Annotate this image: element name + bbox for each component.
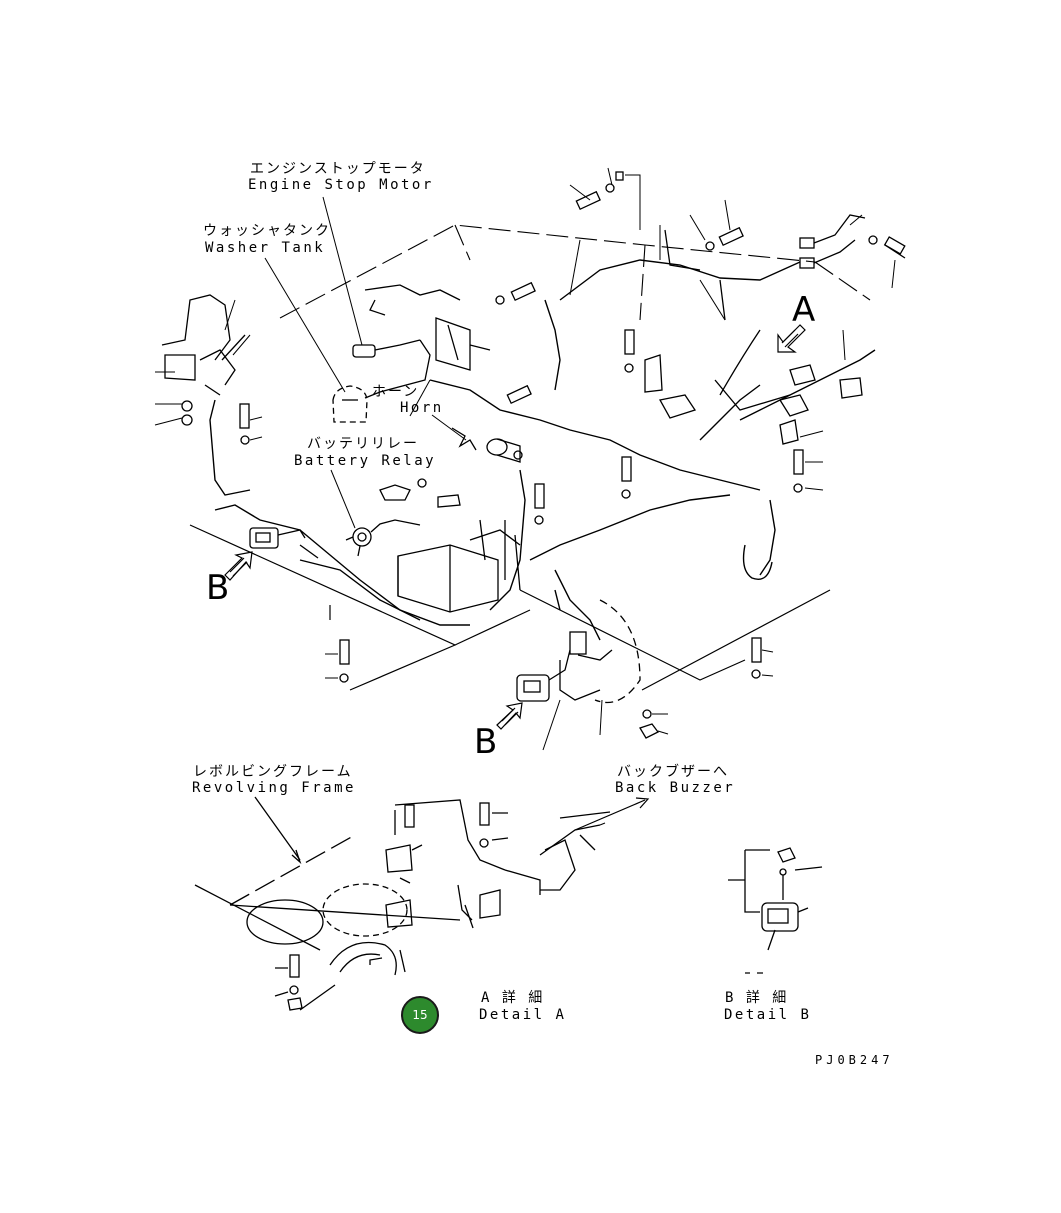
bolts-upper <box>181 171 804 525</box>
back-buzzer-arrow <box>574 797 650 831</box>
detail-b-drawing <box>728 847 823 974</box>
detail-a-title-jp: A 詳 細 <box>481 990 545 1006</box>
horn <box>451 427 523 463</box>
back-buzzer-label-jp: バックブザーへ <box>617 764 729 780</box>
detail-b-title: Detail B <box>724 1007 812 1023</box>
battery-box <box>397 519 521 613</box>
detail-a-drawing <box>194 796 611 1011</box>
callout-15-button[interactable]: 15 <box>401 996 439 1034</box>
drawing-code: PJ0B247 <box>815 1053 894 1067</box>
washer-tank <box>332 385 368 423</box>
harness-runs <box>209 259 876 641</box>
connector-b-bottom <box>516 631 613 702</box>
top-right-connectors <box>664 214 906 321</box>
engine-stop-motor-label-jp: エンジンストップモータ <box>250 161 426 177</box>
view-arrow-b-bottom <box>496 702 523 730</box>
battery-relay-label-jp: バッテリリレー <box>307 436 419 452</box>
battery-relay <box>345 478 461 557</box>
view-marker-a: A <box>792 290 816 330</box>
engine-stop-motor-label: Engine Stop Motor <box>248 177 434 193</box>
horn-label-jp: ホーン <box>372 384 420 400</box>
washer-tank-label: Washer Tank <box>205 240 326 256</box>
upper-frame-outline <box>279 224 871 321</box>
connector-b-left <box>249 527 319 559</box>
detail-a-title: Detail A <box>479 1007 567 1023</box>
view-arrow-b-left <box>224 551 253 581</box>
callout-number: 15 <box>412 1008 428 1022</box>
back-buzzer-label: Back Buzzer <box>615 780 736 796</box>
detail-b-title-jp: B 詳 細 <box>725 990 789 1006</box>
washer-tank-label-jp: ウォッシャタンク <box>203 223 331 239</box>
leader-lines <box>154 167 896 751</box>
view-marker-b-bottom: B <box>474 722 498 762</box>
left-bracket-assembly <box>161 294 246 396</box>
battery-relay-label: Battery Relay <box>294 453 437 469</box>
engine-stop-motor <box>352 284 491 399</box>
connector-cluster-a <box>644 329 863 445</box>
revolving-frame-label-jp: レボルビングフレーム <box>193 764 353 780</box>
bolts-lower <box>339 637 762 739</box>
horn-label: Horn <box>400 400 444 416</box>
main-frame-outline <box>189 524 831 691</box>
frame-hole-dashed <box>594 599 641 704</box>
view-arrow-a <box>777 324 806 353</box>
view-marker-b-left: B <box>206 568 230 608</box>
revolving-frame-label: Revolving Frame <box>192 780 356 796</box>
